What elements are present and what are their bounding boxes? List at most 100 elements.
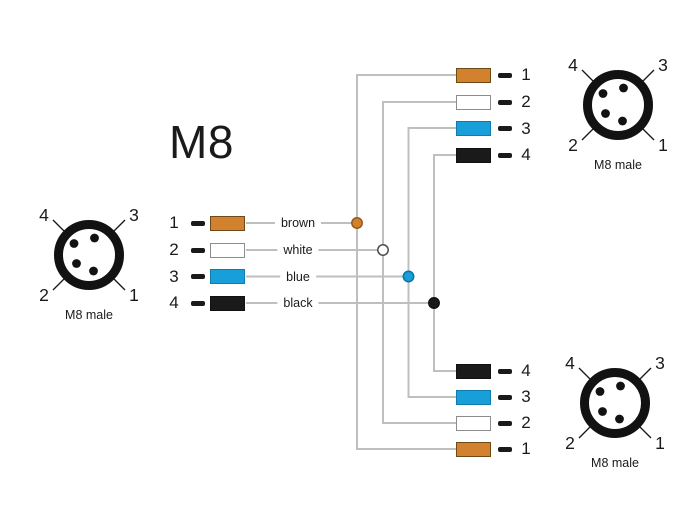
wire-trunk-blue [407,127,456,398]
pin1-pointer-line [642,128,655,141]
wire-trunk-brown [356,74,456,450]
bottom-right-wire-row-3: 3 [456,387,535,407]
pin1-label: 1 [655,433,665,453]
wire-color-box-blue [210,269,245,284]
pin4-label: 4 [39,205,49,225]
wire-color-box-black [210,295,245,311]
pin-number: 2 [169,240,179,259]
pin-2 [72,259,81,268]
junction-dot-white [377,244,389,256]
wire-stub [498,99,512,105]
top-right-wire-row-1: 1 [456,65,535,85]
pin-2 [601,109,610,118]
wire-stub [498,446,512,452]
wire-stub [498,72,512,78]
pin3-pointer-line [113,219,126,232]
wire-stub [191,220,205,226]
pin-number: 1 [521,439,531,458]
wire-color-label-white: white [277,243,319,257]
bottom-right-wire-row-2: 2 [456,413,535,433]
connector-caption: M8 male [594,158,642,172]
pin4-label: 4 [568,55,578,75]
wire-color-label-black: black [277,296,319,310]
m8-connector-left: 4 3 2 1 M8 male [39,205,139,322]
left-wire-row-1: 1 [165,213,245,233]
wire-color-box-black [456,147,491,163]
wire-color-box-blue [456,121,491,136]
pin-4 [595,387,605,396]
left-wire-row-3: 3 [165,267,245,287]
pin3-pointer-line [642,69,655,82]
pin-4 [69,239,79,248]
wire-color-box-black [456,363,491,379]
wire-color-label-brown: brown [274,216,322,230]
pin3-label: 3 [655,353,665,373]
wire-stub [191,300,205,306]
pin-2 [598,407,607,416]
pin-1 [618,116,627,126]
pin-number: 1 [521,65,531,84]
wire-color-box-white [210,242,245,258]
m8-connector-bottom-right: 4 3 2 1 M8 male [565,353,665,470]
pin3-label: 3 [658,55,668,75]
pin1-label: 1 [658,135,668,155]
wire-stub [191,247,205,253]
pin3-label: 3 [129,205,139,225]
top-right-wire-row-4: 4 [456,145,535,165]
wire-color-box-blue [456,389,491,405]
wire-stub [498,126,512,131]
pin4-pointer-line [52,219,65,232]
top-right-wire-row-2: 2 [456,92,535,112]
left-wire-row-4: 4 [165,293,245,313]
pin4-pointer-line [581,69,594,82]
pin4-label: 4 [565,353,575,373]
pin1-pointer-line [113,278,126,291]
pin-4 [598,89,608,98]
pin-number: 4 [521,361,531,380]
wire-stub [498,420,512,426]
pin2-pointer-line [581,128,594,141]
wire-stub [498,394,512,400]
pin-number: 3 [521,118,531,138]
pin2-label: 2 [568,135,578,155]
pin3-pointer-line [639,367,652,380]
m8-connector-top-right: 4 3 2 1 M8 male [568,55,668,172]
connector-body [583,70,653,140]
pin1-pointer-line [639,426,652,439]
diagram-title: M8 [169,116,234,168]
pin-3 [619,83,628,93]
wire-stub [191,274,205,279]
pin-3 [616,381,625,391]
wire-stub [498,368,512,374]
pin1-label: 1 [129,285,139,305]
pin2-label: 2 [39,285,49,305]
connector-body [54,220,124,290]
wire-color-box-brown [456,67,491,83]
wire-color-label-blue: blue [280,269,316,284]
wire-trunk-white [382,101,456,424]
pin-number: 2 [521,413,531,432]
top-right-wire-row-3: 3 [456,119,535,139]
left-wire-row-2: 2 [165,240,245,260]
wire-color-box-brown [456,441,491,457]
pin-number: 3 [169,266,179,286]
connector-caption: M8 male [591,456,639,470]
junction-dot-brown [351,217,363,229]
wire-stub [498,152,512,158]
pin-number: 1 [169,213,179,232]
pin2-label: 2 [565,433,575,453]
pin2-pointer-line [52,278,65,291]
pin-number: 2 [521,92,531,111]
pin4-pointer-line [578,367,591,380]
junction-dot-blue [402,270,415,283]
connector-body [580,368,650,438]
pin2-pointer-line [578,426,591,439]
wire-color-box-brown [210,215,245,231]
pin-1 [615,414,624,424]
pin-number: 3 [521,387,531,406]
junction-dot-black [428,297,440,309]
pin-number: 4 [169,293,179,312]
pin-number: 4 [521,145,531,164]
wire-trunk-black [433,154,456,372]
